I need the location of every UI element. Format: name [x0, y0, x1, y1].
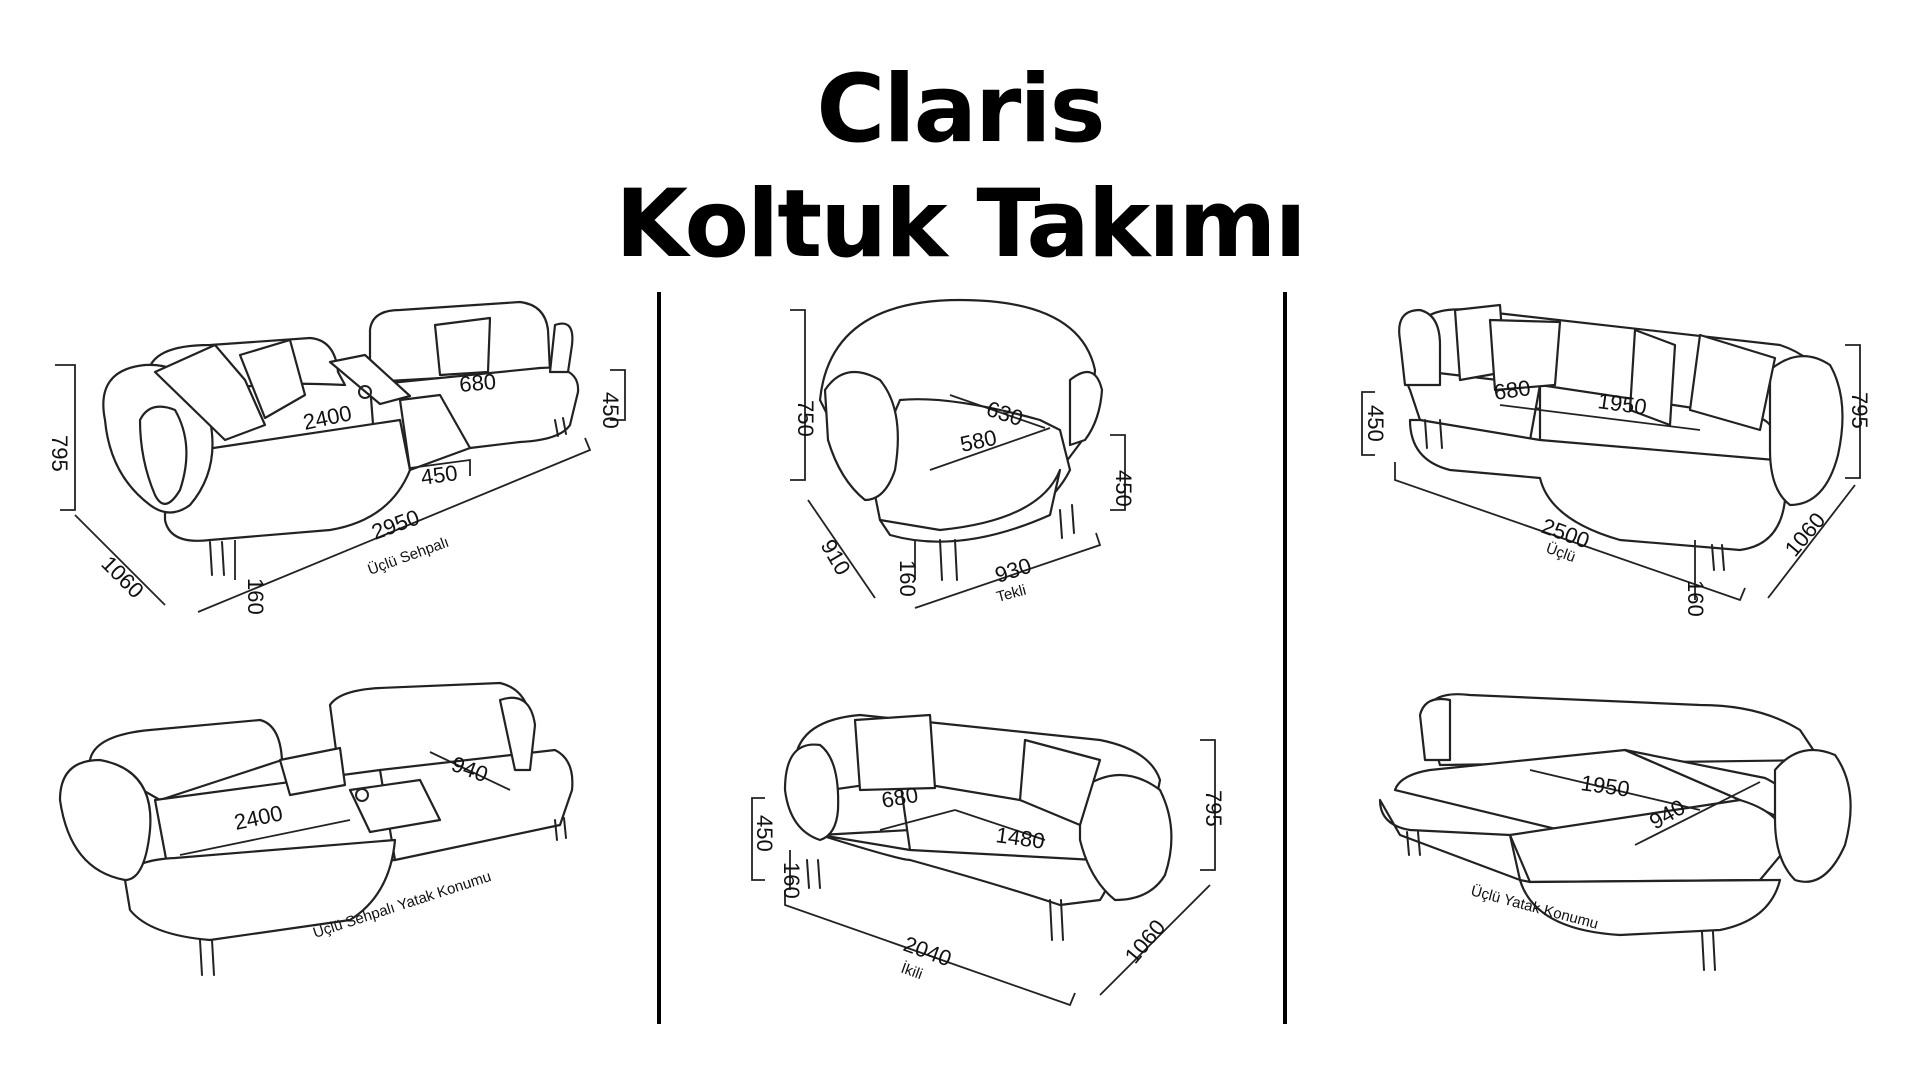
dim-height: 795	[1847, 392, 1872, 429]
dim-seat-depth: 680	[1492, 375, 1532, 405]
title-line-2: Koltuk Takımı	[615, 170, 1306, 279]
dim-seat-height: 450	[752, 815, 777, 852]
divider-left	[657, 292, 661, 1024]
dim-seat-height: 450	[1363, 405, 1388, 442]
dim-leg: 160	[243, 578, 268, 615]
divider-right	[1283, 292, 1287, 1024]
dim-depth: 910	[816, 535, 856, 579]
sofa-uclu: 450 795 2500 1060 160 680 1950 Üçlü	[1361, 303, 1872, 617]
dim-leg: 160	[895, 560, 920, 597]
dim-height: 750	[793, 400, 818, 437]
dim-leg: 160	[1683, 580, 1708, 617]
dim-height: 795	[1201, 790, 1226, 827]
sofa-ikili: 450 795 2040 1060 160 680 1480 İkili	[751, 713, 1226, 1007]
dim-seat-depth: 680	[458, 369, 497, 397]
sofa-ucu-sehpali-yatak: 2400 940 Üçlü Sehpalı Yatak Konumu	[58, 681, 574, 976]
dim-leg: 160	[779, 862, 804, 899]
sofa-ucu-sehpali: 795 1060 2950 2400 680 450 450 160 Üçlü …	[47, 300, 626, 615]
dim-depth: 1060	[1780, 508, 1831, 562]
dim-depth: 1060	[1120, 915, 1171, 969]
dim-height: 795	[47, 435, 72, 472]
dim-depth: 1060	[96, 551, 148, 603]
title-line-1: Claris	[816, 55, 1105, 164]
caption: İkili	[899, 959, 926, 983]
dim-seat-height: 450	[598, 392, 623, 429]
sofa-uclu-yatak: 1950 940 Üçlü Yatak Konumu	[1378, 693, 1852, 971]
dim-table: 450	[419, 460, 459, 490]
dim-seat-height: 450	[1111, 470, 1136, 507]
chair-tekli: 750 910 930 450 160 580 630 Tekli	[790, 298, 1136, 609]
dim-width: 930	[992, 553, 1035, 588]
